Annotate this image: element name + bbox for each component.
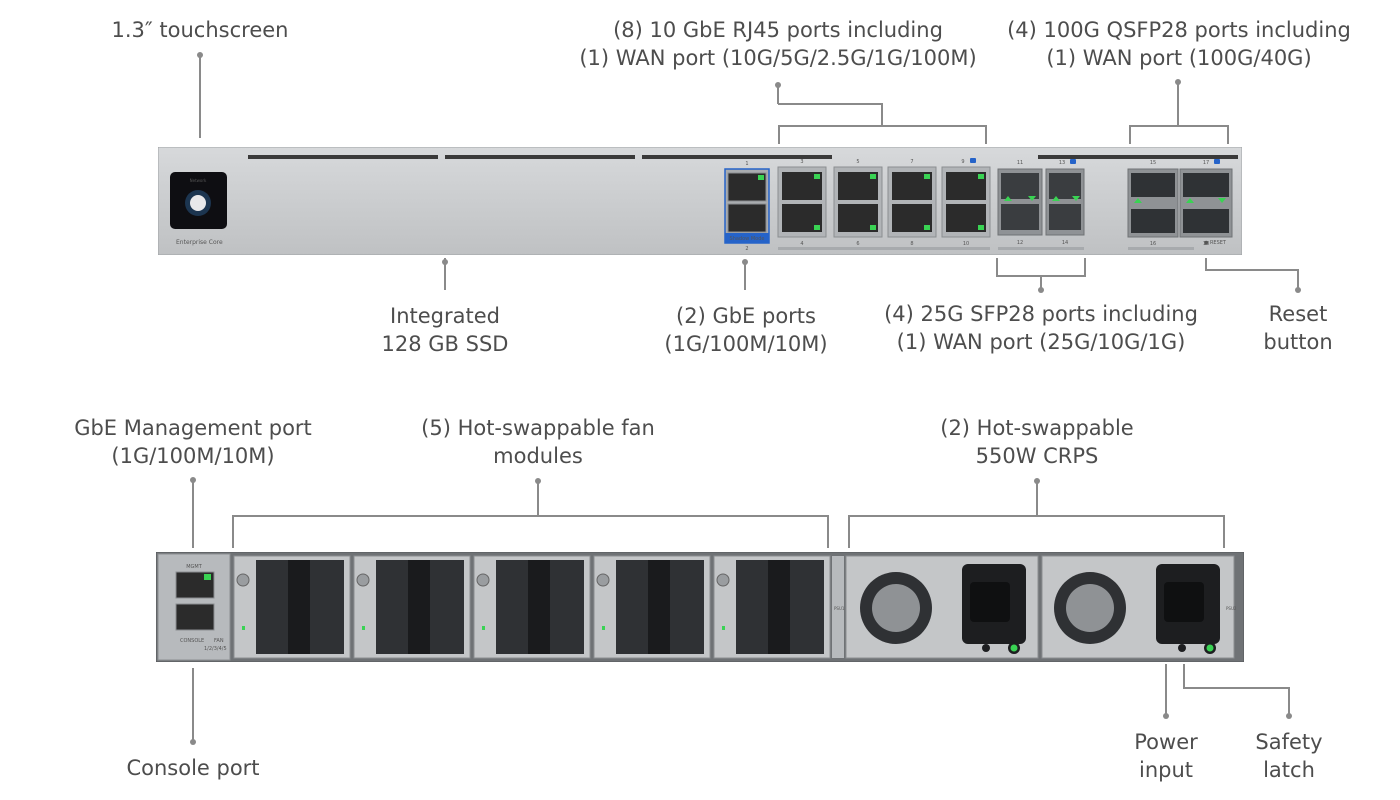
port-number: 17 <box>1203 160 1209 166</box>
port-number: 6 <box>856 241 859 247</box>
reset-text: ● RESET <box>1204 240 1227 246</box>
port-number: 16 <box>1150 241 1156 247</box>
gbe-label-line1: (2) GbE ports <box>676 304 816 328</box>
fan-module[interactable] <box>473 555 591 659</box>
reset-label-line2: button <box>1263 330 1333 354</box>
port-number: 11 <box>1017 160 1023 166</box>
console-text: CONSOLE <box>180 638 204 644</box>
port-number: 13 <box>1059 160 1065 166</box>
rj45-ports-label: (8) 10 GbE RJ45 ports including (1) WAN … <box>556 16 1000 72</box>
psu-label-line2: 550W CRPS <box>975 444 1099 468</box>
sfp-label-line2: (1) WAN port (25G/10G/1G) <box>896 330 1186 354</box>
ssd-label-line2: 128 GB SSD <box>381 332 509 356</box>
port-number: 7 <box>910 159 913 165</box>
port-number: 2 <box>745 246 748 252</box>
rj45-port-pair <box>777 166 827 238</box>
psu-left-text: PSU1 <box>834 606 845 611</box>
port-number: 15 <box>1150 160 1156 166</box>
power-input-socket[interactable] <box>1164 582 1204 622</box>
sfp-label-line1: (4) 25G SFP28 ports including <box>884 302 1198 326</box>
fan-module[interactable] <box>593 555 711 659</box>
mgmt-label-line1: GbE Management port <box>74 416 312 440</box>
shadow-mode-label: Shadow Mode <box>730 236 765 242</box>
fan-text: FAN <box>214 638 224 644</box>
fan-label-line2: modules <box>493 444 583 468</box>
rear-panel: MGMT CONSOLE FAN 1/2/3/4/5 <box>156 552 1244 662</box>
ssd-label-line1: Integrated <box>390 304 500 328</box>
fan-module[interactable] <box>233 555 351 659</box>
console-port-label: Console port <box>93 754 293 782</box>
management-module: MGMT CONSOLE FAN 1/2/3/4/5 <box>157 553 231 661</box>
qsfp-label-line1: (4) 100G QSFP28 ports including <box>1007 18 1351 42</box>
mgmt-port-label: GbE Management port (1G/100M/10M) <box>58 414 328 470</box>
port-number: 14 <box>1062 240 1068 246</box>
port-number: 8 <box>910 241 913 247</box>
power-input-label: Power input <box>1116 728 1216 784</box>
qsfp-label-line2: (1) WAN port (100G/40G) <box>1046 46 1312 70</box>
touchscreen[interactable]: Network <box>170 172 227 229</box>
fan-label-line1: (5) Hot-swappable fan <box>421 416 655 440</box>
brand-text: Enterprise Core <box>176 239 223 246</box>
rj45-label-line1: (8) 10 GbE RJ45 ports including <box>613 18 943 42</box>
management-port[interactable] <box>175 571 215 599</box>
port-number: 4 <box>800 241 803 247</box>
fan-modules-label: (5) Hot-swappable fan modules <box>390 414 686 470</box>
touchscreen-label-text: 1.3″ touchscreen <box>111 18 289 42</box>
qsfp28-ports: 15 17 16 18 ● RESET <box>1127 159 1233 250</box>
port-number: 9 <box>961 159 964 165</box>
port-number: 1 <box>745 161 748 167</box>
sfp28-ports: 11 13 12 14 <box>997 159 1085 250</box>
gbe-ports: Shadow Mode 1 2 <box>724 161 770 252</box>
power-supply[interactable] <box>1041 555 1235 659</box>
fan-ids-text: 1/2/3/4/5 <box>204 646 227 652</box>
front-panel: Network Enterprise Core Shadow Mode 1 2 <box>158 147 1242 255</box>
gbe-ports-label: (2) GbE ports (1G/100M/10M) <box>646 302 846 358</box>
psu-label: (2) Hot-swappable 550W CRPS <box>907 414 1167 470</box>
qsfp-ports-label: (4) 100G QSFP28 ports including (1) WAN … <box>1006 16 1352 72</box>
port-number: 3 <box>800 159 803 165</box>
psu-label-line1: (2) Hot-swappable <box>940 416 1134 440</box>
rj45-label-line2: (1) WAN port (10G/5G/2.5G/1G/100M) <box>579 46 977 70</box>
console-port[interactable] <box>175 603 215 631</box>
screen-title: Network <box>190 178 207 183</box>
psu-right-text: PSU2 <box>1226 606 1237 611</box>
port-number: 12 <box>1017 240 1023 246</box>
sfp-ports-label: (4) 25G SFP28 ports including (1) WAN po… <box>876 300 1206 356</box>
port-number: 18 <box>1203 241 1209 247</box>
reset-button-label: Reset button <box>1248 300 1348 356</box>
mgmt-label-line2: (1G/100M/10M) <box>111 444 275 468</box>
touchscreen-label: 1.3″ touchscreen <box>100 16 300 44</box>
latch-label-line1: Safety <box>1255 730 1323 754</box>
latch-label-line2: latch <box>1263 758 1315 782</box>
rj45-10g-ports: 3 5 7 9 4 6 8 10 <box>777 158 991 250</box>
reset-button[interactable]: ● RESET <box>1204 240 1227 246</box>
rj45-port-pair <box>887 166 937 238</box>
port-number: 5 <box>856 159 859 165</box>
safety-latch[interactable] <box>1204 642 1216 654</box>
safety-latch-label: Safety latch <box>1239 728 1339 784</box>
fan-module[interactable] <box>713 555 831 659</box>
reset-label-line1: Reset <box>1268 302 1328 326</box>
power-input-socket[interactable] <box>970 582 1010 622</box>
power-label-line2: input <box>1138 758 1194 782</box>
mgmt-text: MGMT <box>186 564 203 570</box>
console-label-text: Console port <box>126 756 260 780</box>
gbe-label-line2: (1G/100M/10M) <box>664 332 828 356</box>
ssd-label: Integrated 128 GB SSD <box>345 302 545 358</box>
power-supply[interactable] <box>845 555 1039 659</box>
rj45-port-pair <box>833 166 883 238</box>
safety-latch[interactable] <box>1008 642 1020 654</box>
port-number: 10 <box>963 241 969 247</box>
fan-module[interactable] <box>353 555 471 659</box>
rj45-port-pair <box>941 166 991 238</box>
power-label-line1: Power <box>1134 730 1198 754</box>
